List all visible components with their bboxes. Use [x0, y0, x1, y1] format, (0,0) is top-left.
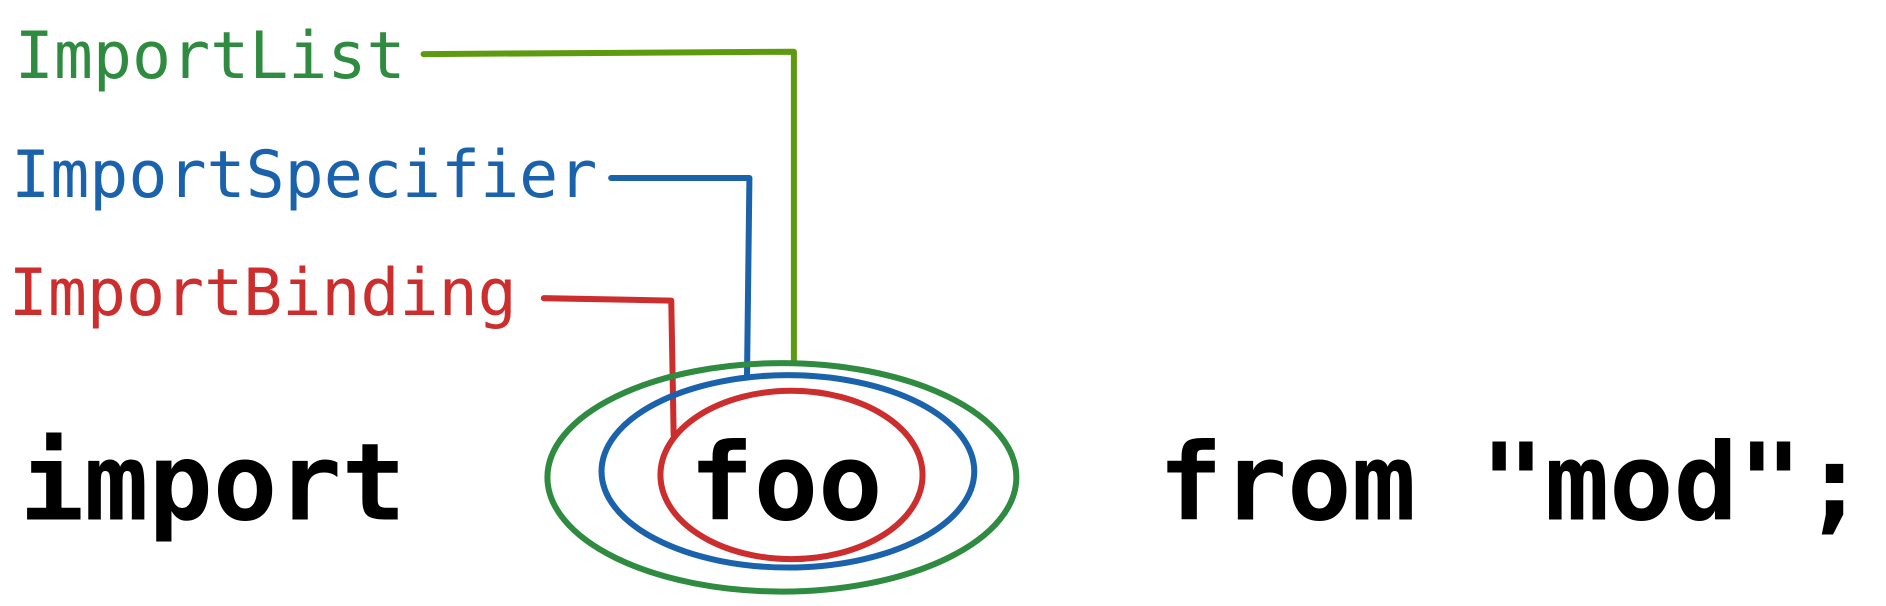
code-from-module: from "mod";: [1158, 421, 1867, 545]
import-binding-label: ImportBinding: [9, 256, 517, 331]
import-specifier-ellipse: [598, 372, 978, 571]
import-list-connector: [420, 48, 797, 364]
import-list-ellipse: [544, 360, 1020, 595]
import-specifier-connector: [608, 174, 753, 379]
import-specifier-label: ImportSpecifier: [11, 138, 597, 213]
import-list-label: ImportList: [15, 19, 406, 94]
code-binding-foo: foo: [689, 421, 882, 545]
import-binding-ellipse: [657, 387, 926, 563]
import-binding-connector: [540, 295, 677, 439]
code-keyword-import: import: [20, 421, 407, 545]
